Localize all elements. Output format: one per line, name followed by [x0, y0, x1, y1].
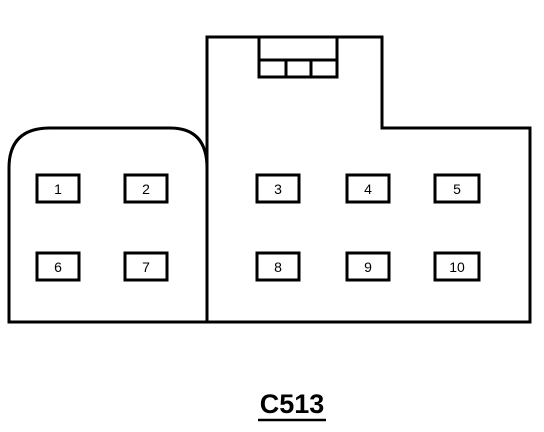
- pin-label: 4: [364, 181, 372, 197]
- pin-label: 6: [54, 259, 62, 275]
- pin-label: 1: [54, 181, 62, 197]
- connector-housing-right: [9, 35, 532, 324]
- pin-cavity: 3: [255, 173, 301, 204]
- pin-box: [345, 251, 391, 282]
- pin-label: 3: [274, 181, 282, 197]
- pin-box: [123, 173, 169, 204]
- pin-cavity: 9: [345, 251, 391, 282]
- pin-label: 5: [453, 181, 461, 197]
- pin-box: [255, 251, 301, 282]
- pin-cavity: 8: [255, 251, 301, 282]
- pin-label: 10: [449, 259, 465, 275]
- pin-cavity: 10: [433, 251, 481, 282]
- pin-cavity: 1: [35, 173, 81, 204]
- connector-housing-left: [7, 126, 209, 324]
- pin-cavity: 7: [123, 251, 169, 282]
- pin-label: 9: [364, 259, 372, 275]
- pin-label: 2: [142, 181, 150, 197]
- pin-box: [345, 173, 391, 204]
- locking-tab: [257, 35, 339, 79]
- pin-box: [433, 251, 481, 282]
- pin-cavity: 5: [433, 173, 481, 204]
- pin-cavity: 2: [123, 173, 169, 204]
- pin-cavity: 6: [35, 251, 81, 282]
- pin-label: 8: [274, 259, 282, 275]
- pin-label: 7: [142, 259, 150, 275]
- pin-box: [123, 251, 169, 282]
- pin-box: [35, 173, 81, 204]
- pin-cavity: 4: [345, 173, 391, 204]
- connector-id-label: C513: [260, 389, 325, 419]
- pin-box: [35, 251, 81, 282]
- pin-box: [433, 173, 481, 204]
- pin-box: [255, 173, 301, 204]
